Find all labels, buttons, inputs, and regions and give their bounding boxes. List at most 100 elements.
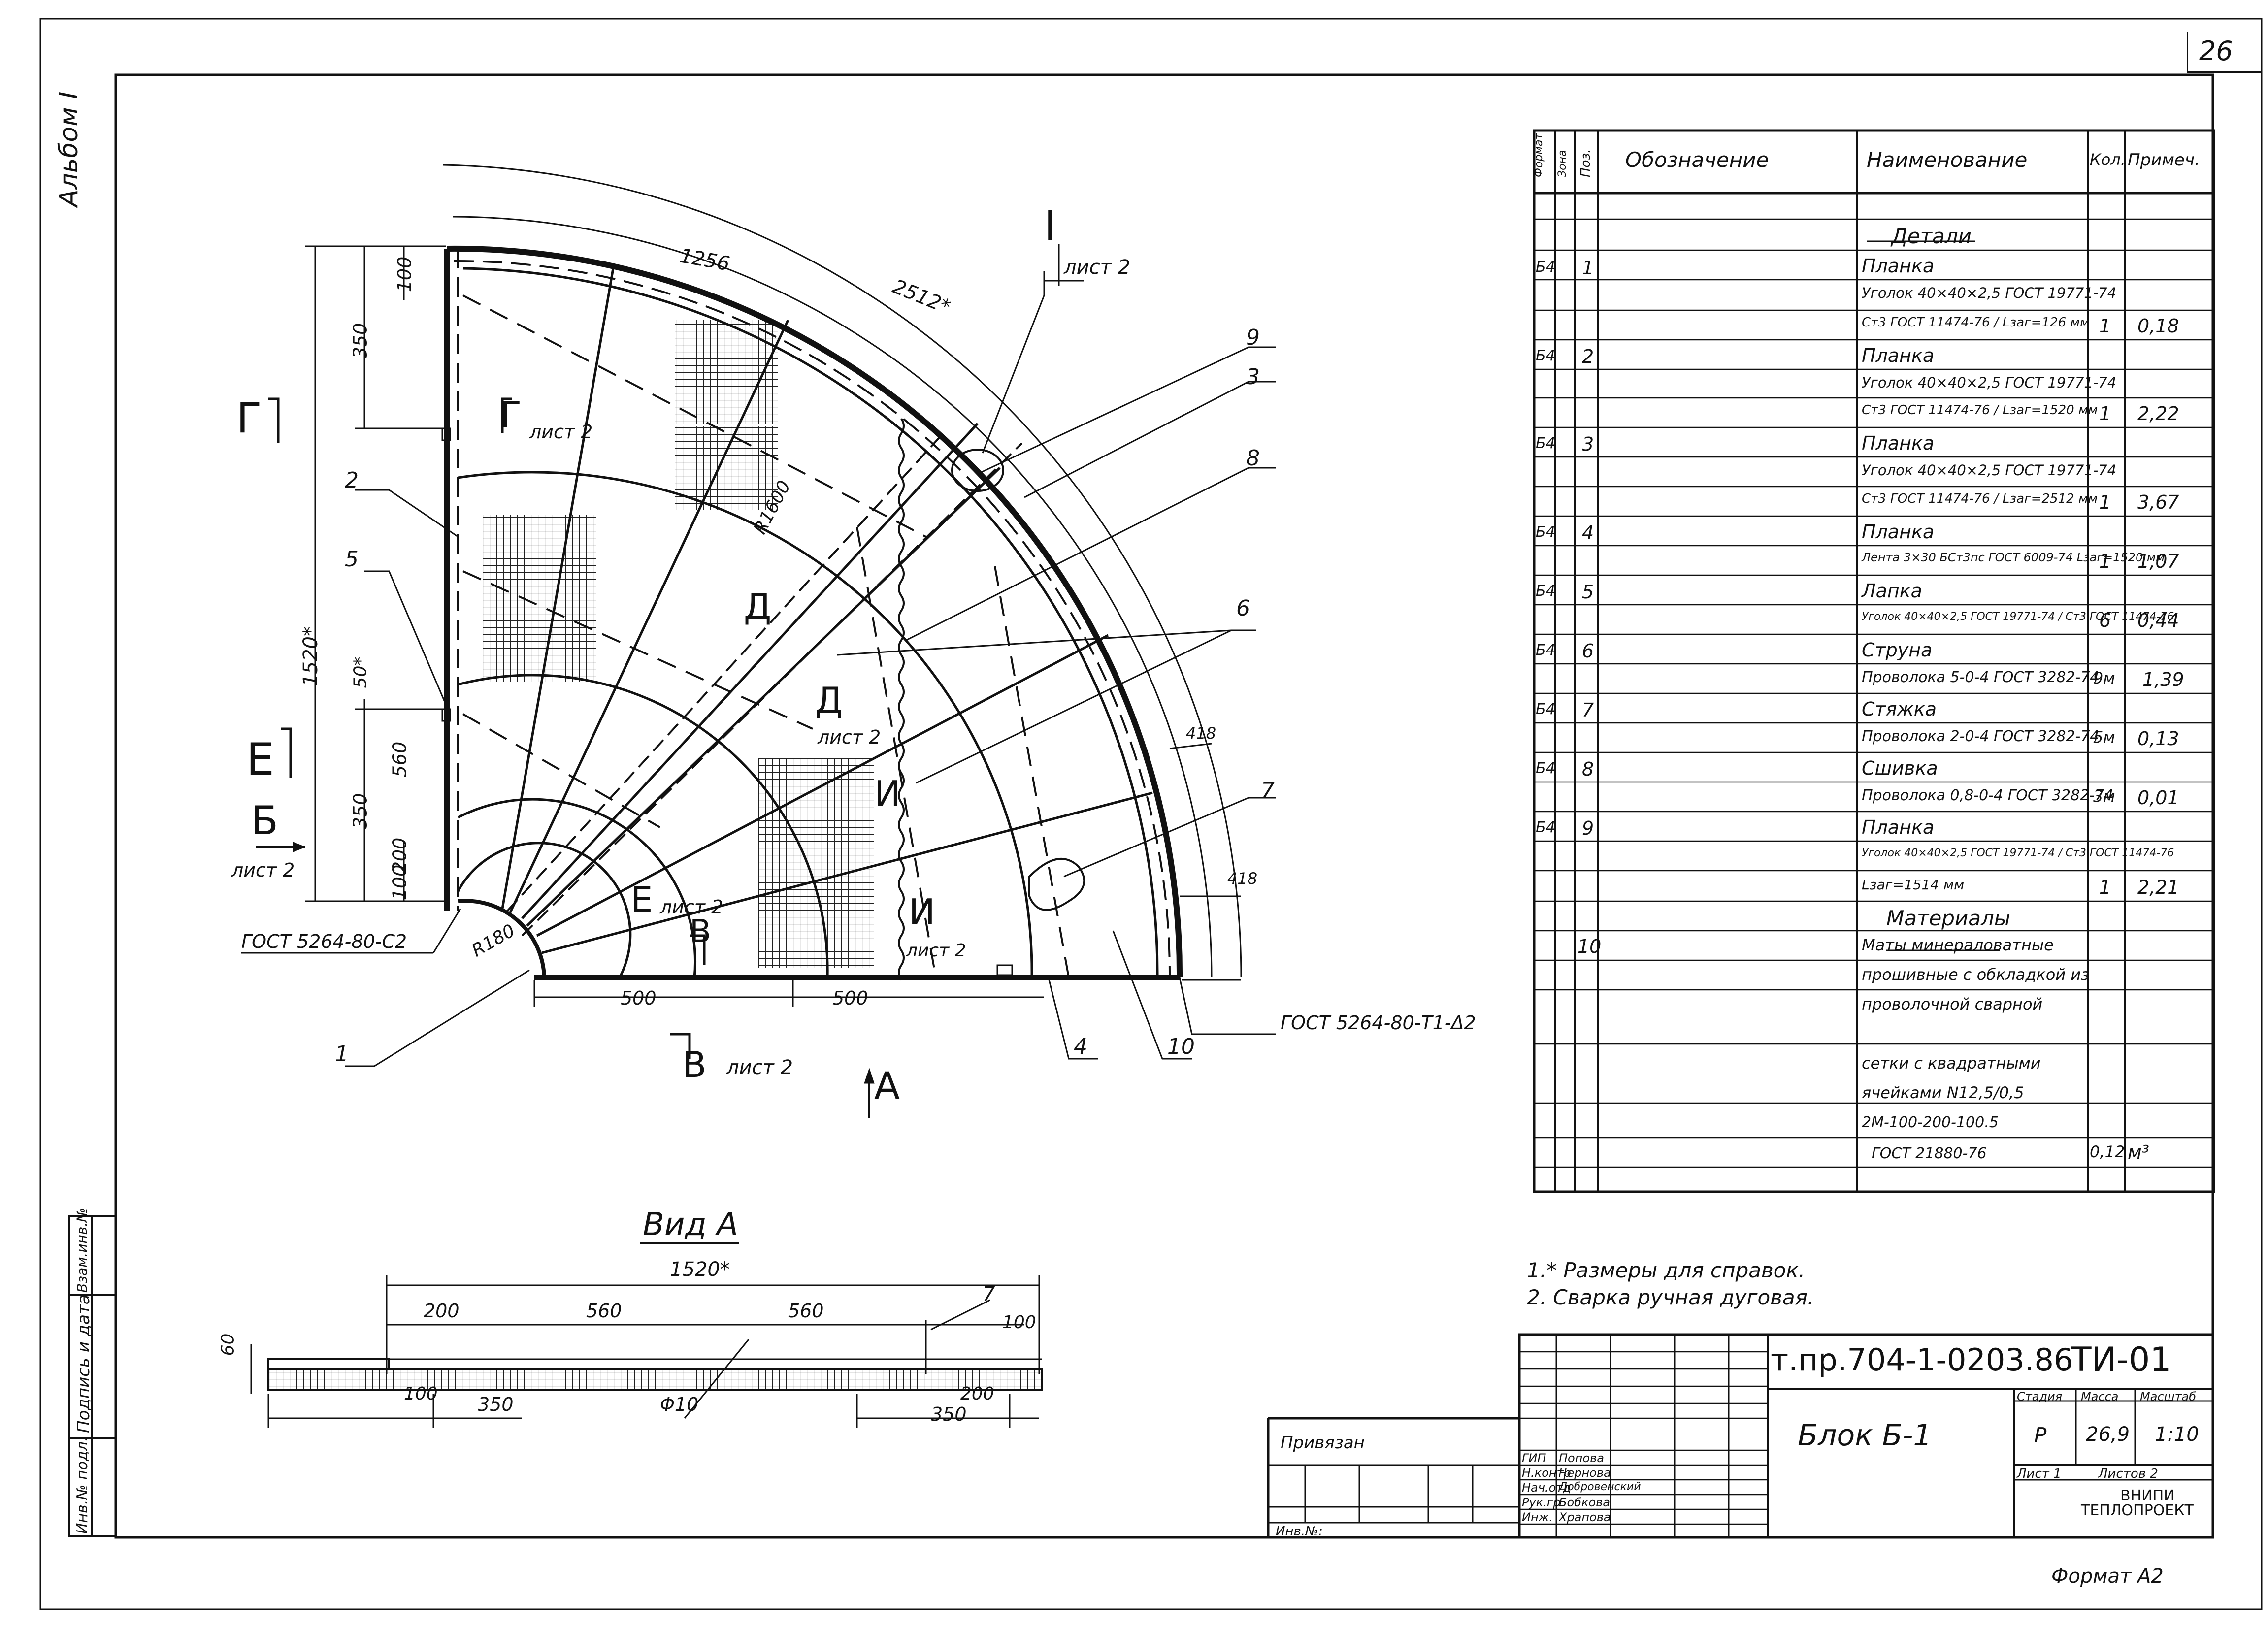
spec-name: Лента 3×30 БСт3пс ГОСТ 6009-74 Lзаг=1520… xyxy=(1862,551,2165,564)
spec-format: Б4 xyxy=(1536,701,1555,718)
spec-note: 0,44 xyxy=(2137,610,2179,631)
section-a-label: А xyxy=(874,1064,900,1108)
doc-code: т.пр.704-1-0203.86 xyxy=(1771,1342,2073,1378)
pos-label-7: 7 xyxy=(1261,778,1275,803)
dim-560: 560 xyxy=(389,741,411,778)
sign-role: Нач.отд xyxy=(1522,1481,1571,1495)
spec-name: Материалы xyxy=(1886,906,2010,930)
spec-format: Б4 xyxy=(1536,583,1555,600)
section-v-sheet: лист 2 xyxy=(726,1056,793,1079)
dim-350-top: 350 xyxy=(349,323,371,359)
spec-qty: 3м xyxy=(2093,787,2115,806)
spec-name: Ст3 ГОСТ 11474-76 / Lзаг=126 мм xyxy=(1862,315,2090,330)
section-b-left: Б xyxy=(251,798,278,844)
spec-name: Планка xyxy=(1862,816,1935,838)
spec-qty: 1 xyxy=(2099,877,2111,898)
pos-label-5: 5 xyxy=(345,547,359,572)
spec-name: Уголок 40×40×2,5 ГОСТ 19771-74 xyxy=(1862,462,2117,479)
view-a-drawing xyxy=(250,1242,1043,1428)
pos-label-4: 4 xyxy=(1074,1034,1087,1059)
section-g-sheet: лист 2 xyxy=(529,421,593,443)
spec-format: Б4 xyxy=(1536,523,1555,541)
spec-qty: 6 xyxy=(2099,610,2111,631)
section-e-left: Е xyxy=(246,734,274,785)
spec-note: 1,07 xyxy=(2137,551,2179,572)
view-a-pos-7: 7 xyxy=(983,1283,995,1305)
spec-name: Планка xyxy=(1862,432,1935,454)
sign-name: Попова xyxy=(1559,1451,1604,1465)
mesh-area xyxy=(483,515,596,682)
org-line-1: ВНИПИ xyxy=(2120,1487,2175,1504)
callout-i-sheet: лист 2 xyxy=(1064,256,1131,279)
spec-name: ГОСТ 21880-76 xyxy=(1872,1145,1987,1162)
sheet-number: 26 xyxy=(2199,35,2233,66)
dim-418-a: 418 xyxy=(1186,724,1216,743)
view-a-dim-100-r: 100 xyxy=(1002,1312,1036,1333)
spec-row-lines xyxy=(1534,218,2214,1168)
view-a-dim-200: 200 xyxy=(424,1300,460,1322)
spec-name: Планка xyxy=(1862,255,1935,277)
scale-value: 1:10 xyxy=(2155,1423,2199,1446)
spec-format: Б4 xyxy=(1536,760,1555,777)
spec-name: Проволока 2-0-4 ГОСТ 3282-74 xyxy=(1862,728,2100,745)
mesh-area xyxy=(675,320,778,424)
dim-500-a: 500 xyxy=(621,987,657,1009)
spec-name: сетки с квадратными xyxy=(1862,1054,2041,1073)
dim-1520: 1520* xyxy=(299,626,322,686)
spec-header-qty: Кол. xyxy=(2090,150,2126,169)
pos-label-8: 8 xyxy=(1246,446,1260,471)
spec-header-zone: Зона xyxy=(1556,150,1569,177)
view-a-dim-560-a: 560 xyxy=(586,1300,622,1322)
spec-format: Б4 xyxy=(1536,347,1555,364)
spec-header-pos: Поз. xyxy=(1578,149,1593,177)
spec-qty: 5м xyxy=(2093,728,2115,747)
gost-weld-right: ГОСТ 5264-80-Т1-Δ2 xyxy=(1281,1012,1476,1034)
spec-name: Стяжка xyxy=(1862,698,1937,720)
note-1: 1.* Размеры для справок. xyxy=(1527,1258,1806,1282)
pos-label-2: 2 xyxy=(345,468,359,493)
sign-name: Бобкова xyxy=(1559,1496,1610,1509)
pos-label-1: 1 xyxy=(335,1042,349,1067)
specification-grid xyxy=(1533,129,2215,1193)
spec-name: Ст3 ГОСТ 11474-76 / Lзаг=1520 мм xyxy=(1862,403,2098,418)
block-plan-view xyxy=(241,164,1276,1118)
gost-weld-left: ГОСТ 5264-80-С2 xyxy=(241,931,407,952)
spec-qty: 1 xyxy=(2099,315,2111,337)
section-d-mark: Д xyxy=(744,586,772,627)
section-i-mark: И xyxy=(874,773,901,814)
mass-value: 26,9 xyxy=(2086,1423,2130,1446)
note-2: 2. Сварка ручная дуговая. xyxy=(1527,1285,1814,1309)
spec-name: Маты минераловатные xyxy=(1862,936,2054,954)
inv-label: Инв.№: xyxy=(1276,1524,1323,1539)
side-stamp-sign: Подпись и дата xyxy=(74,1294,94,1433)
section-i-mark-2: И xyxy=(909,891,935,933)
callout-i-label: I xyxy=(1044,202,1056,250)
section-v-bottom: В xyxy=(682,1044,707,1085)
sign-role: Инж. xyxy=(1522,1510,1553,1524)
side-stamp-inv: Инв.№ подл. xyxy=(74,1436,91,1534)
side-stamp-replace: Взам.инв.№ xyxy=(74,1207,90,1293)
spec-pos: 6 xyxy=(1582,640,1594,662)
stage-label: Стадия xyxy=(2017,1390,2063,1403)
view-a-dim-350-l: 350 xyxy=(478,1394,514,1415)
spec-qty: 1 xyxy=(2099,491,2111,513)
section-b-sheet: лист 2 xyxy=(231,859,295,881)
spec-name: Уголок 40×40×2,5 ГОСТ 19771-74 xyxy=(1862,374,2117,391)
section-i-sheet: лист 2 xyxy=(906,941,966,961)
spec-name: Проволока 0,8-0-4 ГОСТ 3282-74 xyxy=(1862,787,2114,804)
section-e-mark: Е xyxy=(630,879,653,920)
pos-label-3: 3 xyxy=(1246,364,1260,390)
spec-name: Уголок 40×40×2,5 ГОСТ 19771-74 / Ст3 ГОС… xyxy=(1862,611,2174,623)
section-d-mark-2: Д xyxy=(815,680,843,721)
spec-pos: 2 xyxy=(1582,346,1594,367)
side-stamp-grid xyxy=(68,1215,117,1537)
spec-note: 1,39 xyxy=(2142,669,2184,690)
spec-name: 2М-100-200-100.5 xyxy=(1862,1114,1999,1131)
mesh-area xyxy=(675,426,778,510)
spec-pos: 4 xyxy=(1582,522,1594,544)
spec-qty: 1 xyxy=(2099,403,2111,424)
mass-label: Масса xyxy=(2081,1390,2119,1403)
spec-name: Уголок 40×40×2,5 ГОСТ 19771-74 xyxy=(1862,285,2117,301)
org-line-2: ТЕПЛОПРОЕКТ xyxy=(2081,1502,2194,1519)
